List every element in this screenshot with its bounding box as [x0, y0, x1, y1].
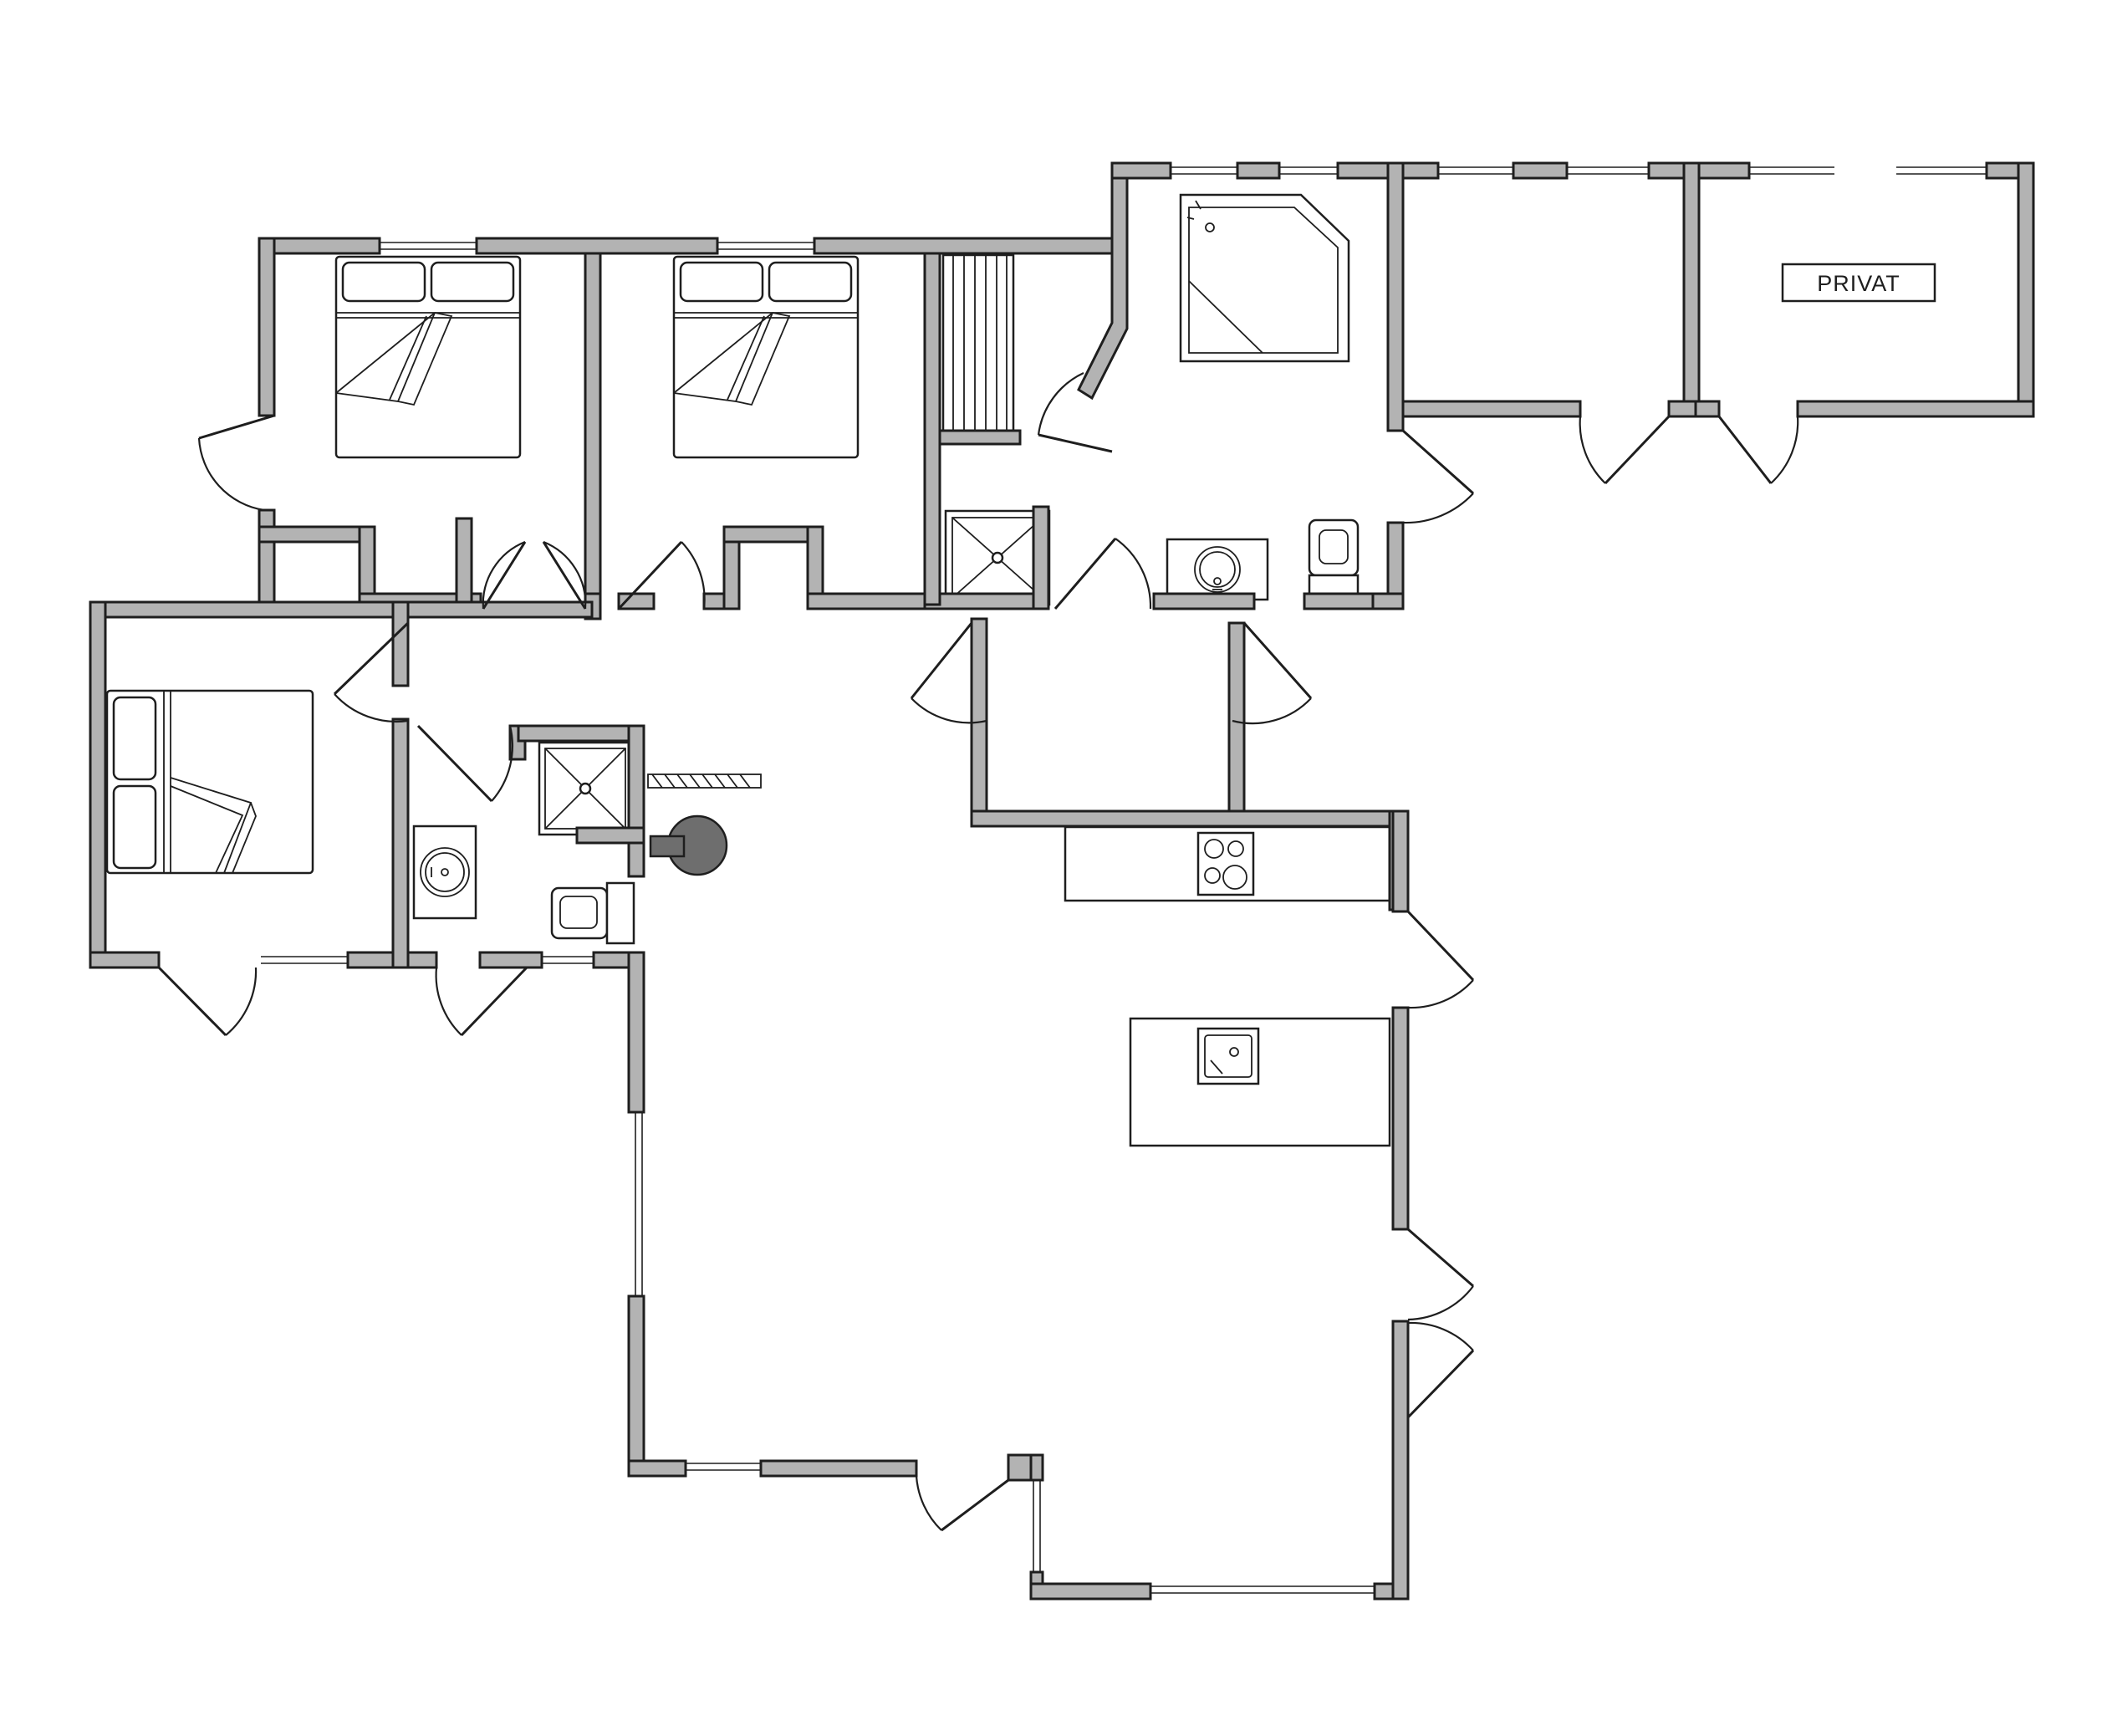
sink-icon	[1166, 538, 1269, 601]
door-icon	[157, 966, 258, 1037]
door-icon	[435, 966, 528, 1037]
door-icon	[1717, 416, 1799, 484]
door-icon	[1402, 429, 1474, 524]
door-icon	[915, 1475, 1009, 1532]
windows	[261, 165, 1987, 1596]
door-icon	[617, 540, 706, 610]
walls	[89, 161, 2035, 1601]
double-bed-icon	[672, 255, 860, 459]
stairs-icon	[941, 253, 1015, 436]
doors	[157, 372, 1799, 1532]
toilet-icon	[550, 881, 635, 945]
door-icon	[1406, 1321, 1475, 1419]
shower-icon	[538, 741, 633, 836]
wood-stove-icon	[647, 774, 762, 876]
room-label-text: PRIVAT	[1817, 271, 1900, 296]
double-bed-icon	[334, 255, 522, 459]
door-icon	[910, 622, 987, 724]
kitchen-island-icon	[1129, 1017, 1391, 1147]
double-bed-icon	[105, 689, 314, 875]
door-icon	[1406, 910, 1475, 1009]
bathtub-icon	[1179, 193, 1350, 363]
door-icon	[416, 724, 514, 803]
shower-icon	[944, 509, 1051, 606]
door-icon	[1579, 415, 1671, 485]
door-icon	[333, 621, 410, 723]
furniture: PRIVAT	[105, 193, 1936, 1147]
door-icon	[197, 414, 275, 512]
door-icon	[1407, 1228, 1474, 1321]
door-icon	[1054, 538, 1152, 610]
sink-icon	[412, 825, 477, 920]
door-icon	[1037, 372, 1113, 453]
door-icon	[1232, 622, 1313, 725]
kitchen-counter-icon	[1064, 825, 1395, 902]
door-icon	[482, 540, 587, 610]
room-label: PRIVAT	[1781, 263, 1936, 303]
